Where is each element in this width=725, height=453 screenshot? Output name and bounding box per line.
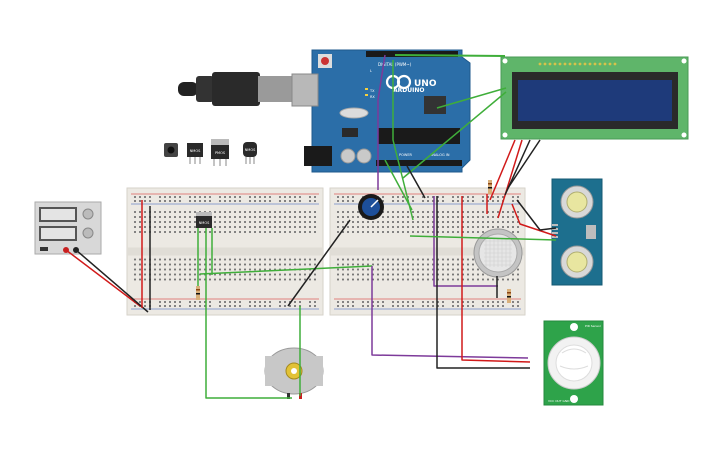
arduino-rx-label: RX: [370, 95, 375, 99]
loose-part-1-label: NMOS: [190, 149, 201, 153]
wire-purple-3: [433, 196, 498, 287]
wire-black-pir: [436, 196, 530, 369]
wire-green-lcd-2: [402, 87, 507, 179]
loose-transistor-3: NMOS: [243, 142, 257, 164]
wire-black-supply: [75, 249, 149, 313]
wire-purple-2: [371, 266, 529, 359]
arduino-tx-label: TX: [369, 89, 375, 93]
arduino-uno: ARDUINO UNO DIGITAL (PWM~) POWER ANALOG …: [291, 49, 471, 173]
wire-black-lcd-2: [507, 139, 541, 189]
dc-motor: [264, 347, 324, 399]
gas-sensor: [473, 228, 523, 278]
usb-cable: [178, 72, 312, 106]
arduino-analog-label: ANALOG IN: [430, 153, 450, 157]
wire-green-arduino-down: [384, 159, 413, 211]
wire-black-diagonal: [287, 219, 351, 307]
wire-red-lcd-2: [497, 139, 523, 219]
pir-top-label: PIR Sensor: [585, 324, 602, 328]
wire-red-lcd-1: [489, 139, 516, 201]
loose-part-2-label: PMOS: [215, 151, 226, 155]
arduino-digital-label: DIGITAL (PWM~): [378, 62, 412, 67]
potentiometer: [358, 194, 384, 220]
pushbutton: [164, 143, 178, 157]
arduino-logo-text: ARDUINO: [393, 87, 424, 94]
wire-green-bridge: [199, 265, 373, 275]
wire-purple-1: [377, 54, 386, 190]
loose-transistor-2: PMOS: [211, 139, 229, 166]
wire-red-pir: [461, 196, 531, 363]
pir-sensor: PIR Sensor VCC OUT GND: [543, 320, 604, 406]
resistor-right-top: [488, 180, 492, 194]
arduino-l-label: L: [370, 69, 372, 73]
wire-green-chip-2: [205, 228, 292, 399]
ultrasonic-sensor: [551, 178, 603, 286]
wire-green-lcd-1: [394, 54, 506, 57]
arduino-model-text: UNO: [414, 79, 437, 89]
wire-black-arduino: [406, 165, 426, 199]
wire-red-ultra: [511, 203, 557, 237]
loose-part-3-label: NMOS: [245, 148, 256, 152]
arduino-power-label: POWER: [399, 153, 413, 157]
lcd-display: [500, 56, 689, 140]
resistor-left: [196, 286, 200, 300]
resistor-right-bottom: [507, 289, 511, 303]
wire-black-ultra: [516, 199, 557, 231]
breadboard-chip-label: NMOS: [199, 221, 210, 225]
wire-red-supply: [65, 249, 141, 307]
wires: [65, 54, 557, 399]
pir-bottom-label: VCC OUT GND: [548, 399, 570, 403]
breadboard-chip: NMOS: [196, 212, 212, 228]
power-supply: [34, 201, 102, 255]
loose-transistor-1: NMOS: [187, 143, 203, 164]
wire-green-arduino-down-2: [392, 60, 414, 221]
breadboard-left: [126, 187, 324, 316]
wire-green-ultra: [409, 235, 557, 241]
